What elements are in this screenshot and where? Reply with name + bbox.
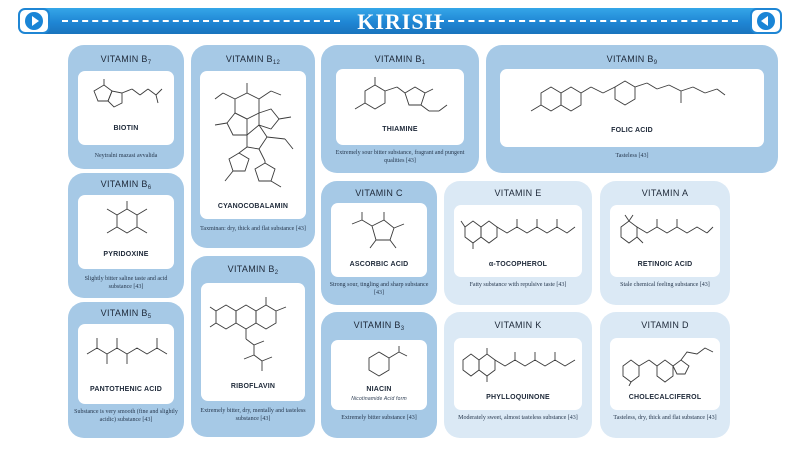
compound-name: CHOLECALCIFEROL: [628, 394, 702, 401]
structure-panel: PYRIDOXINE: [78, 195, 174, 269]
thiamine-structure-image: [336, 75, 464, 119]
vitamin-label: VITAMIN B6: [100, 179, 152, 191]
structure-panel: PHYLLOQUINONE: [454, 338, 582, 410]
structure-panel: FOLIC ACID: [500, 69, 764, 147]
title-dash-line-right: [438, 20, 738, 22]
cyanocobalamin-structure-image: [200, 79, 306, 193]
vitamin-label: VITAMIN B7: [100, 54, 152, 66]
structure-panel: NIACIN Nicotinamide Acid form: [331, 340, 427, 410]
vitamin-label: VITAMIN D: [641, 320, 689, 330]
compound-name: α-TOCOPHEROL: [488, 261, 548, 268]
vitamin-label: VITAMIN E: [494, 188, 542, 198]
vitamin-label: VITAMIN B1: [374, 54, 426, 66]
card-vitamin-b1: VITAMIN B1 THIAMINE Extremely sour bitte…: [321, 45, 479, 173]
compound-name: BIOTIN: [113, 125, 139, 132]
compound-description: Taxminan: dry, thick and flat substance …: [200, 226, 306, 232]
card-vitamin-b6: VITAMIN B6 PYRIDOXINE Slightly bitter sa…: [68, 173, 184, 298]
compound-name: RETINOIC ACID: [637, 261, 693, 268]
page-title: KIRISH: [357, 9, 443, 34]
card-vitamin-b7: VITAMIN B7 BIOTIN Neytralni mazasi avval…: [68, 45, 184, 169]
compound-name: THIAMINE: [382, 126, 418, 133]
compound-description: Extremely bitter substance [43]: [341, 415, 417, 421]
compound-name: ASCORBIC ACID: [349, 261, 409, 268]
compound-name: RIBOFLAVIN: [230, 383, 276, 390]
pyridoxine-structure-image: [78, 201, 174, 243]
vitamin-label: VITAMIN B9: [606, 54, 658, 66]
structure-panel: RETINOIC ACID: [610, 205, 720, 277]
compound-description: Tasteless [43]: [615, 153, 649, 159]
structure-panel: RIBOFLAVIN: [201, 283, 305, 401]
compound-description: Substance is very smooth (fine and sligh…: [74, 409, 178, 423]
header-banner: KIRISH: [0, 0, 800, 40]
structure-panel: PANTOTHENIC ACID: [78, 324, 174, 404]
vitamin-label: VITAMIN B2: [227, 264, 279, 276]
structure-panel: BIOTIN: [78, 71, 174, 145]
compound-form: Nicotinamide Acid form: [351, 396, 407, 402]
compound-name: PANTOTHENIC ACID: [90, 386, 162, 393]
card-vitamin-d: VITAMIN D CHOLECALCIFEROL Tasteless, dry…: [600, 312, 730, 438]
structure-panel: THIAMINE: [336, 69, 464, 145]
card-vitamin-c: VITAMIN C ASCORBIC ACID Strong sour, tin…: [321, 181, 437, 305]
compound-description: Fatty substance with repulsive taste [43…: [469, 282, 567, 288]
vitamin-label: VITAMIN B12: [225, 54, 281, 66]
play-left-icon: [25, 12, 43, 30]
structure-panel: CYANOCOBALAMIN: [200, 71, 306, 219]
card-vitamin-b9: VITAMIN B9 FOLIC ACID Tasteless [43]: [486, 45, 778, 173]
tocopherol-structure-image: [454, 213, 582, 249]
card-vitamin-b2: VITAMIN B2 RIBOFLAVIN Extremely bitter, …: [191, 256, 315, 437]
card-vitamin-a: VITAMIN A RETINOIC ACID Stale chemical f…: [600, 181, 730, 305]
compound-description: Slightly bitter saline taste and acid su…: [84, 276, 168, 290]
biotin-structure-image: [78, 77, 174, 117]
compound-name: PHYLLOQUINONE: [486, 394, 550, 401]
card-vitamin-b12: VITAMIN B12 CYANOCOBALAMIN Taxminan: dry…: [191, 45, 315, 248]
card-vitamin-e: VITAMIN E α-TOCOPHEROL Fatty substance w…: [444, 181, 592, 305]
play-right-icon: [757, 12, 775, 30]
folic-acid-structure-image: [500, 75, 764, 119]
structure-panel: α-TOCOPHEROL: [454, 205, 582, 277]
retinoic-acid-structure-image: [610, 213, 720, 249]
compound-description: Stale chemical feeling substance [43]: [620, 282, 710, 288]
structure-panel: ASCORBIC ACID: [331, 203, 427, 277]
card-vitamin-k: VITAMIN K PHYLLOQUINONE Moderately sweet…: [444, 312, 592, 438]
compound-name: NIACIN: [366, 386, 392, 393]
riboflavin-structure-image: [201, 291, 305, 373]
vitamin-label: VITAMIN B5: [100, 308, 152, 320]
next-button[interactable]: [750, 8, 782, 34]
cholecalciferol-structure-image: [610, 344, 720, 386]
compound-name: FOLIC ACID: [611, 127, 653, 134]
vitamin-label: VITAMIN B3: [353, 320, 405, 332]
compound-name: CYANOCOBALAMIN: [217, 203, 289, 210]
compound-description: Extremely sour bitter substance, fragran…: [335, 150, 465, 164]
compound-description: Tasteless, dry, thick and flat substance…: [613, 415, 717, 421]
compound-description: Neytralni mazasi avvalida: [94, 153, 158, 159]
compound-description: Moderately sweet, almost tasteless subst…: [458, 415, 578, 421]
vitamin-label: VITAMIN A: [641, 188, 689, 198]
structure-panel: CHOLECALCIFEROL: [610, 338, 720, 410]
compound-description: Strong sour, tingling and sharp substanc…: [329, 282, 429, 296]
pantothenic-acid-structure-image: [78, 334, 174, 372]
vitamin-label: VITAMIN C: [355, 188, 403, 198]
phylloquinone-structure-image: [454, 346, 582, 384]
niacin-structure-image: [331, 346, 427, 382]
compound-description: Extremely bitter, dry, mentally and tast…: [200, 408, 306, 422]
vitamin-label: VITAMIN K: [494, 320, 542, 330]
compound-name: PYRIDOXINE: [103, 251, 149, 258]
title-dash-line-left: [62, 20, 340, 22]
card-vitamin-b5: VITAMIN B5 PANTOTHENIC ACID Substance is…: [68, 302, 184, 438]
card-vitamin-b3: VITAMIN B3 NIACIN Nicotinamide Acid form…: [321, 312, 437, 438]
ascorbic-acid-structure-image: [331, 208, 427, 254]
previous-button[interactable]: [18, 8, 50, 34]
